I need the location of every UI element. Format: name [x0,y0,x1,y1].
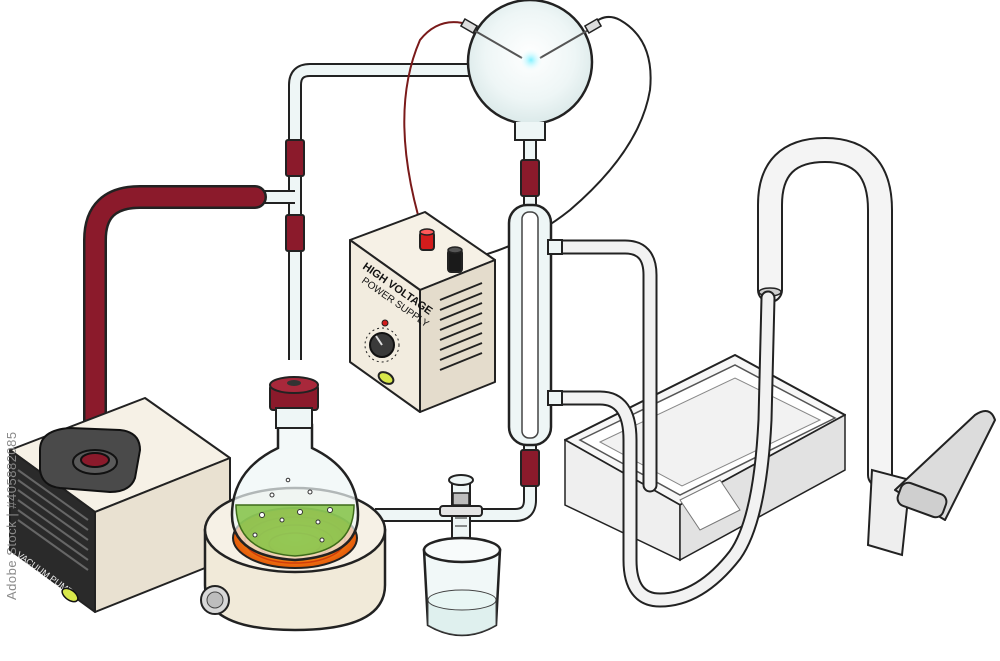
collection-beaker [422,536,502,637]
stopcock-valve-handle[interactable] [439,505,483,517]
faucet [757,136,996,557]
vacuum-pump: VACUUM PUMP [9,397,231,613]
electric-spark [519,48,543,72]
rubber-connectors [285,139,540,487]
pump-power-switch[interactable] [60,586,80,605]
primordial-soup-liquid [235,504,355,557]
connector-condenser-top [520,159,540,197]
pump-vents [17,469,89,571]
electrode-right [539,27,593,59]
power-switch[interactable] [377,370,396,387]
connector-upper [285,139,305,177]
vent-slots [439,282,483,371]
connector-condenser-bottom [520,449,540,487]
high-voltage-power-supply: HIGH VOLTAGE POWER SUPPLY [349,211,496,413]
vacuum-hose [83,185,267,477]
condenser [507,203,563,447]
power-indicator-light [381,319,389,327]
spark-chamber-flask [459,0,603,141]
electrode-left [469,27,523,59]
condenser-water-hoses [552,239,776,608]
boiling-flask [230,376,360,562]
connector-lower [285,214,305,252]
condenser-inlet [547,239,563,255]
stock-watermark: Adobe Stock | #405882085 [4,431,19,600]
stopcock [439,474,483,556]
sink [564,354,846,562]
bubbles [252,477,333,543]
condenser-outlet [547,390,563,406]
